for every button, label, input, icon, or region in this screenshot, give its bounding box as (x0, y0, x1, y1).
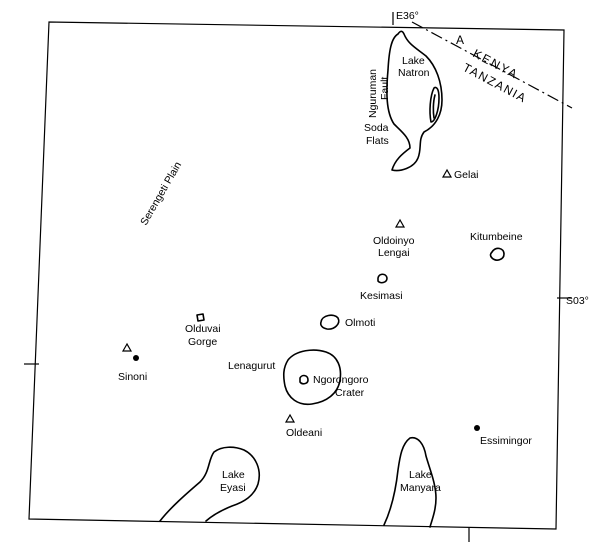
soda-flats-label-1: Soda (364, 122, 389, 134)
kesimasi-caldera (377, 273, 388, 284)
olduvai-gorge-marker (196, 313, 205, 322)
ngorongoro-crater-rim (282, 349, 342, 406)
lake-manyara-outline (383, 436, 437, 528)
section-marker-a: A (456, 33, 464, 47)
lake-natron-label-1: Lake (402, 55, 425, 67)
soda-flats-label-2: Flats (366, 135, 389, 147)
kenya-tanzania-border (411, 21, 573, 109)
ngorongoro-crater-lake (299, 374, 309, 385)
olduvai-label-2: Gorge (188, 336, 217, 348)
lake-natron-outline (386, 30, 443, 172)
parallel-label: S03° (566, 295, 589, 307)
gelai-label: Gelai (454, 169, 479, 181)
oldeani-label: Oldeani (286, 427, 322, 439)
oldoinyo-lengai-volcano-icon (394, 218, 406, 228)
sinoni-dot (133, 355, 139, 361)
sinoni-label: Sinoni (118, 371, 147, 383)
gelai-volcano-icon (441, 168, 453, 178)
meridian-label: E36° (396, 10, 419, 22)
lenagurut-label: Lenagurut (228, 360, 275, 372)
kitumbeine-caldera (489, 247, 505, 261)
lake-manyara-label-1: Lake (409, 469, 432, 481)
lake-manyara-label-2: Manyara (400, 482, 441, 494)
serengeti-plain-label: Serengeti Plain (138, 160, 184, 228)
lake-eyasi-label-1: Lake (222, 469, 245, 481)
lake-eyasi-label-2: Eyasi (220, 482, 246, 494)
kesimasi-label: Kesimasi (360, 290, 403, 302)
ngorongoro-label-2: Crater (335, 387, 365, 399)
lake-natron-label-2: Natron (398, 67, 430, 79)
olmoti-label: Olmoti (345, 317, 375, 329)
sinoni-volcano-icon (121, 342, 133, 352)
map-frame (28, 21, 565, 530)
oldoinyo-label-2: Lengai (378, 247, 410, 259)
olduvai-label-1: Olduvai (185, 323, 221, 335)
oldeani-volcano-icon (284, 413, 296, 423)
ngorongoro-label-1: Ngorongoro (313, 374, 369, 386)
essimingor-dot (474, 425, 480, 431)
essimingor-label: Essimingor (480, 435, 532, 447)
olmoti-caldera (319, 314, 340, 330)
oldoinyo-label-1: Oldoinyo (373, 235, 415, 247)
lake-natron-island-inner (432, 94, 436, 119)
nguruman-label: Nguruman (367, 69, 379, 118)
lake-eyasi-outline (159, 446, 260, 522)
kitumbeine-label: Kitumbeine (470, 231, 523, 243)
fault-label: Fault (379, 77, 391, 100)
lake-natron-island (429, 86, 440, 123)
